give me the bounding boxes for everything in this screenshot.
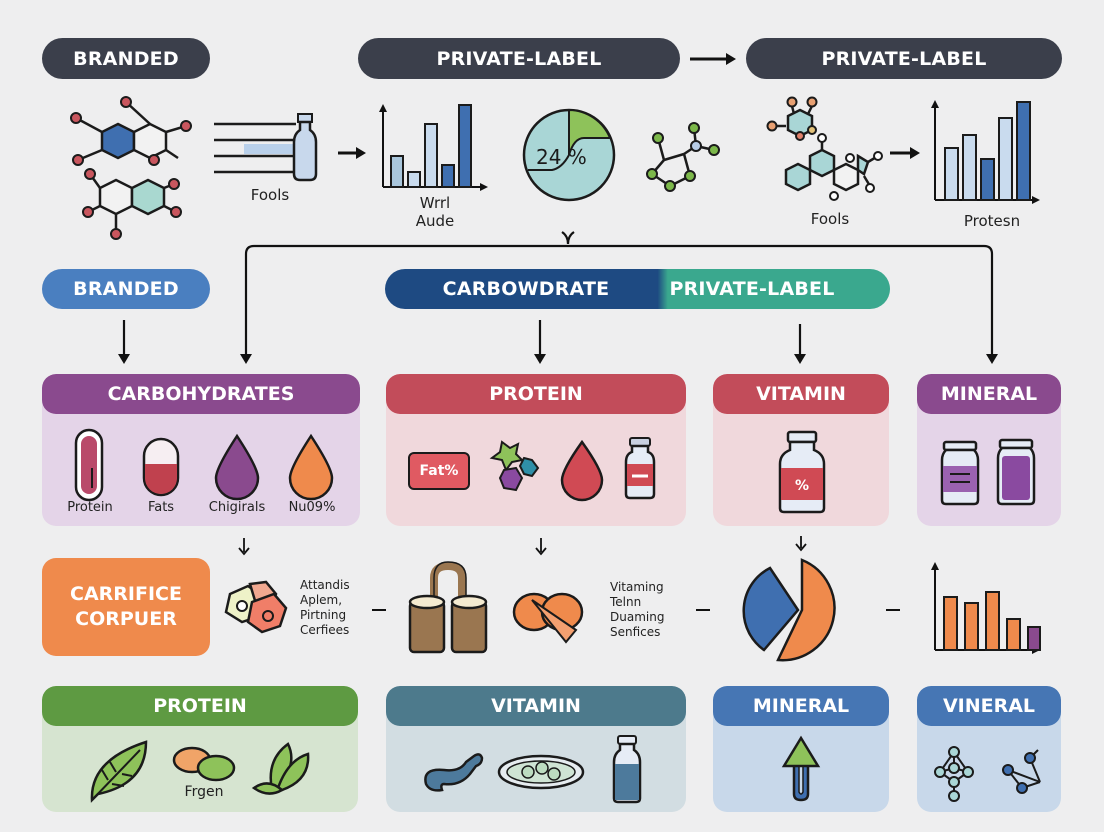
bottle-percent-label: %: [795, 478, 809, 494]
carbowdrate-label: CARBOWDRATE: [442, 278, 610, 300]
private-label-pill-top-2: PRIVATE-LABEL: [746, 38, 1062, 79]
card-vineral-blue: VINERAL: [917, 686, 1061, 812]
bottle-flow-icon: [214, 113, 318, 182]
fat-percent-tag: Fat%: [408, 452, 470, 490]
seeds-icon: [172, 746, 236, 782]
card-vineral-blue-title: VINERAL: [917, 686, 1061, 726]
connector-lines: [118, 231, 998, 364]
worm-icon: [424, 753, 484, 792]
molecule-icon: [70, 96, 192, 240]
petri-dish-icon: [497, 754, 585, 790]
drop-red-icon: [560, 439, 604, 502]
label-protesn: Protesn: [963, 212, 1021, 230]
pie-chart-2: [742, 558, 836, 662]
card-mineral-purple: MINERAL: [917, 374, 1061, 526]
bar-chart-2: [931, 100, 1040, 204]
note-2-line3: Duaming: [610, 610, 665, 624]
chart-1-label-line2: Aude: [415, 212, 455, 230]
molecule-blobs-icon: [489, 440, 540, 492]
connected-cylinders-icon: [408, 561, 488, 654]
bar-chart-1: [379, 104, 488, 191]
orange-box-line2: CORPUER: [75, 608, 177, 630]
note-1-line4: Cerfiees: [300, 623, 350, 637]
note-attandis: Attandis Aplem, Pirtning Cerfiees: [300, 578, 350, 638]
note-2-line2: Telnn: [610, 595, 642, 609]
hexagon-slices-icon: [224, 580, 288, 634]
branded-pill-blue-label: BRANDED: [73, 278, 179, 300]
note-2-line4: Senfices: [610, 625, 661, 639]
arrow-right-icon: [890, 147, 920, 159]
item-chigirals: Chigirals: [208, 500, 266, 515]
card-vitamin-red-title: VITAMIN: [713, 374, 889, 414]
private-label-pill-top-1: PRIVATE-LABEL: [358, 38, 680, 79]
pie-label: 24 %: [536, 145, 587, 169]
pie-chart-24: 24 %: [522, 108, 616, 202]
card-vitamin-slate-title: VITAMIN: [386, 686, 686, 726]
item-frgen: Frgen: [184, 784, 224, 800]
branded-pill-top-label: BRANDED: [73, 47, 179, 70]
orange-box-line1: CARRIFICE: [70, 583, 182, 606]
note-1-line3: Pirtning: [300, 608, 347, 622]
private-label-pill-top-2-label: PRIVATE-LABEL: [821, 47, 987, 70]
sprout-icon: [251, 742, 310, 795]
card-mineral-blue-title: MINERAL: [713, 686, 889, 726]
chart-1-label-line1: Wrrl: [419, 194, 451, 212]
pill-half-icon: [142, 437, 180, 497]
branded-pill-blue: BRANDED: [42, 269, 210, 309]
vial-icon: [612, 735, 642, 804]
note-1-line1: Attandis: [300, 578, 350, 592]
private-label-pill-top-1-label: PRIVATE-LABEL: [436, 47, 602, 70]
note-2-line1: Vitaming: [610, 580, 664, 594]
leaf-icon: [90, 740, 148, 803]
private-label-label: PRIVATE-LABEL: [669, 278, 835, 300]
label-fools-1: Fools: [250, 186, 290, 204]
capsule-icon: [74, 428, 104, 502]
arrow-right-icon: [690, 53, 736, 65]
bottle-red-icon: [624, 437, 656, 500]
drop-purple-icon: [214, 433, 260, 501]
note-1-line2: Aplem,: [300, 593, 343, 607]
arrow-right-icon: [338, 147, 366, 159]
vitamin-bottle-icon: %: [778, 430, 826, 514]
item-fats: Fats: [147, 500, 175, 515]
item-nu09: Nu09%: [288, 500, 336, 515]
label-fools-2: Fools: [810, 210, 850, 228]
green-molecule-icon: [646, 122, 720, 192]
bar-chart-3: [931, 562, 1041, 654]
card-carbohydrates-title: CARBOHYDRATES: [42, 374, 360, 414]
note-vitaming: Vitaming Telnn Duaming Senfices: [610, 580, 664, 640]
network-icon: [934, 746, 1041, 802]
card-protein-red-title: PROTEIN: [386, 374, 686, 414]
card-mineral-blue: MINERAL: [713, 686, 889, 812]
carrifice-corpuer-box: CARRIFICE CORPUER: [42, 558, 210, 656]
card-mineral-purple-title: MINERAL: [917, 374, 1061, 414]
hex-molecule-icon: [766, 96, 883, 201]
branded-pill-top: BRANDED: [42, 38, 210, 79]
card-protein-green-title: PROTEIN: [42, 686, 358, 726]
item-protein: Protein: [67, 500, 113, 515]
carbowdrate-private-label-pill: CARBOWDRATE PRIVATE-LABEL: [385, 269, 890, 309]
drop-orange-icon: [288, 433, 334, 501]
arrow-up-probe-icon: [781, 735, 821, 802]
pretzel-icon: [512, 592, 584, 644]
jars-icon: [940, 438, 1036, 506]
